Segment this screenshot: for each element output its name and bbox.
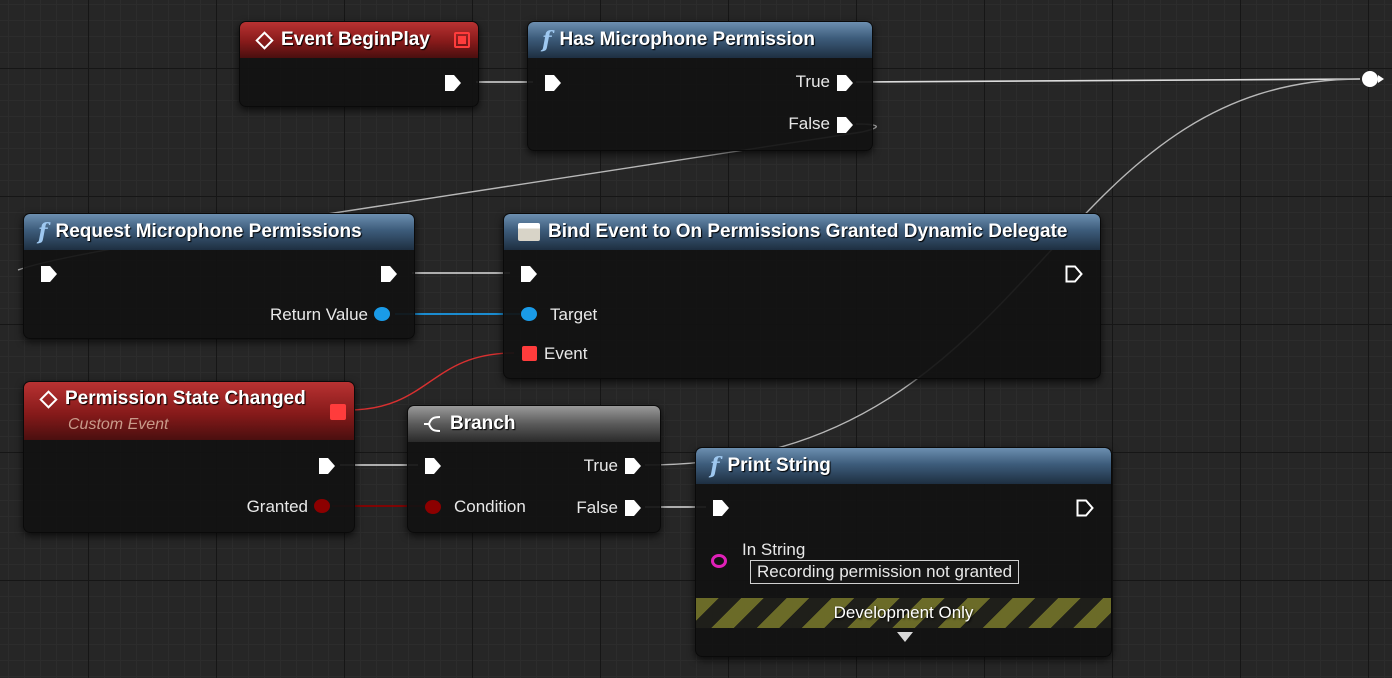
node-bind-event-delegate[interactable]: Bind Event to On Permissions Granted Dyn… (503, 213, 1101, 379)
exec-input-pin[interactable] (424, 457, 442, 475)
branch-icon (422, 414, 442, 434)
event-pin-label: Event (544, 344, 588, 363)
exec-output-pin[interactable] (380, 265, 398, 283)
condition-bool-pin[interactable] (425, 500, 441, 514)
node-header: Bind Event to On Permissions Granted Dyn… (504, 214, 1100, 250)
in-string-label: In String (742, 540, 806, 559)
false-pin-label: False (576, 498, 618, 517)
node-request-microphone-permissions[interactable]: f Request Microphone Permissions Return … (23, 213, 415, 339)
function-icon: f (710, 453, 720, 479)
expand-chevron-down-icon[interactable] (896, 631, 914, 643)
node-permission-state-changed[interactable]: Permission State Changed Custom Event Gr… (23, 381, 355, 533)
exec-input-pin[interactable] (712, 499, 730, 517)
development-only-banner: Development Only (696, 598, 1111, 628)
target-pin-label: Target (550, 305, 598, 324)
return-value-pin[interactable] (374, 307, 390, 321)
false-pin-label: False (788, 114, 830, 133)
exec-output-pin[interactable] (1065, 265, 1083, 283)
target-input-pin[interactable] (521, 307, 537, 321)
node-branch[interactable]: Branch True Condition False (407, 405, 661, 533)
node-has-microphone-permission[interactable]: f Has Microphone Permission True False (527, 21, 873, 151)
node-title: Event BeginPlay (281, 29, 430, 50)
reroute-knot (1362, 71, 1378, 87)
node-header: Event BeginPlay (240, 22, 478, 58)
node-title: Print String (727, 455, 831, 476)
node-header: f Request Microphone Permissions (24, 214, 414, 250)
wire-permchanged-to-event (347, 352, 515, 411)
development-only-label: Development Only (833, 603, 974, 622)
exec-output-pin[interactable] (318, 457, 336, 475)
node-event-beginplay[interactable]: Event BeginPlay (239, 21, 479, 107)
condition-pin-label: Condition (454, 497, 526, 516)
true-pin-label: True (583, 456, 618, 475)
node-print-string[interactable]: f Print String In String Recording permi… (695, 447, 1112, 657)
false-exec-output-pin[interactable] (624, 499, 642, 517)
function-icon: f (542, 27, 552, 53)
wire-hasmic-true-reroute (855, 78, 1361, 83)
false-exec-output-pin[interactable] (836, 116, 854, 134)
node-title: Request Microphone Permissions (55, 221, 362, 242)
node-title: Bind Event to On Permissions Granted Dyn… (548, 221, 1068, 242)
node-header: f Has Microphone Permission (528, 22, 872, 58)
event-diamond-icon (255, 30, 274, 50)
exec-output-pin[interactable] (1076, 499, 1094, 517)
function-icon: f (38, 219, 48, 245)
return-value-label: Return Value (270, 305, 368, 324)
delegate-output-pin[interactable] (330, 404, 346, 420)
node-title: Branch (450, 413, 516, 434)
node-title: Has Microphone Permission (559, 29, 815, 50)
true-exec-output-pin[interactable] (836, 74, 854, 92)
node-title: Permission State Changed (65, 388, 306, 409)
exec-input-pin[interactable] (520, 265, 538, 283)
exec-input-pin[interactable] (544, 74, 562, 92)
exec-output-pin[interactable] (444, 74, 462, 92)
delegate-icon (518, 223, 540, 241)
true-pin-label: True (795, 72, 830, 91)
node-header: f Print String (696, 448, 1111, 484)
true-exec-output-pin[interactable] (624, 457, 642, 475)
event-diamond-icon (39, 390, 58, 409)
node-header: Permission State Changed (24, 382, 354, 440)
granted-pin-label: Granted (246, 497, 308, 516)
exec-input-pin[interactable] (40, 265, 58, 283)
in-string-value-field[interactable]: Recording permission not granted (750, 560, 1020, 584)
event-input-pin[interactable] (522, 346, 537, 361)
delegate-output-pin[interactable] (454, 32, 470, 48)
node-header: Branch (408, 406, 660, 442)
node-subtitle: Custom Event (68, 416, 169, 433)
granted-bool-pin[interactable] (314, 499, 330, 513)
in-string-pin[interactable] (711, 554, 727, 568)
reroute-knot-arrow (1378, 75, 1384, 83)
